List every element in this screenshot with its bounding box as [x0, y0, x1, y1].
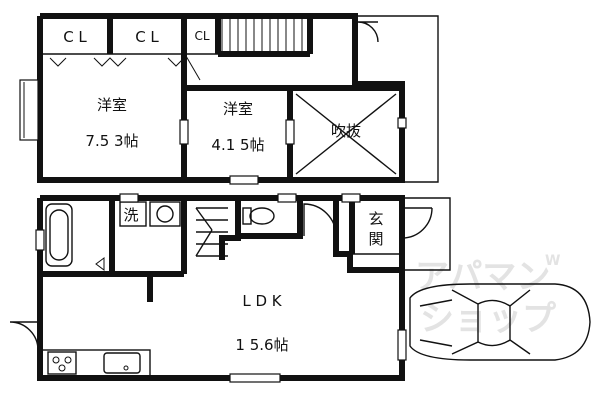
lower-stairs	[195, 207, 228, 257]
closet-label: C L	[135, 28, 159, 46]
watermark-line1: アパマン	[415, 257, 550, 297]
ldk-size: 1 5.6帖	[235, 336, 288, 354]
closet-door-mark	[185, 55, 201, 81]
toilet	[249, 207, 275, 225]
toilet-door	[303, 203, 337, 237]
western-room-2-name: 洋室	[223, 100, 253, 118]
balcony-door	[357, 21, 379, 43]
window	[229, 373, 281, 383]
watermark-mark: W	[545, 253, 560, 269]
closet-label: C L	[63, 28, 87, 46]
void-label: 吹抜	[331, 122, 361, 140]
closet-door-mark	[93, 57, 127, 67]
balcony-outline	[355, 15, 439, 183]
parking-car	[409, 283, 591, 361]
porch-outline	[402, 197, 451, 271]
upper-floor	[19, 13, 439, 185]
closet-label: CL	[194, 29, 209, 43]
washroom-label: 洗	[123, 206, 138, 224]
window	[397, 329, 407, 361]
closet-door-mark	[49, 57, 67, 67]
window	[285, 119, 295, 145]
western-room-1-name: 洋室	[97, 96, 127, 114]
sink	[103, 352, 141, 374]
window	[277, 193, 297, 203]
entrance-label-bottom: 関	[368, 230, 383, 248]
bay-window	[19, 79, 39, 141]
bathtub	[45, 203, 73, 267]
western-room-2-size: 4.1 5帖	[211, 136, 264, 154]
entrance-door	[401, 207, 433, 239]
window	[397, 117, 407, 129]
void-cross	[295, 93, 397, 175]
lower-floor	[9, 193, 451, 383]
window	[119, 193, 139, 203]
window	[179, 119, 189, 145]
lower-outer-wall	[37, 195, 405, 381]
window	[229, 175, 259, 185]
stair-wall-lower	[219, 198, 241, 260]
side-door	[9, 321, 39, 351]
window	[341, 193, 361, 203]
ldk-name: L D K	[242, 292, 282, 310]
upper-outer-wall	[37, 13, 405, 183]
toilet-wall	[238, 198, 303, 239]
washing-machine	[149, 201, 181, 227]
watermark-line2: ショップ	[420, 299, 556, 339]
kitchen-counter	[41, 349, 151, 377]
watermark: アパマン ショップ W	[415, 253, 560, 339]
upper-stairs	[221, 17, 303, 53]
stove	[47, 351, 77, 375]
western-room-1-size: 7.5 3帖	[85, 132, 138, 150]
room-labels: C L C L CL 洋室 7.5 3帖 洋室 4.1 5帖 吹抜 洗 玄 関 …	[63, 28, 383, 354]
window	[35, 229, 45, 251]
entrance-label-top: 玄	[368, 210, 383, 228]
